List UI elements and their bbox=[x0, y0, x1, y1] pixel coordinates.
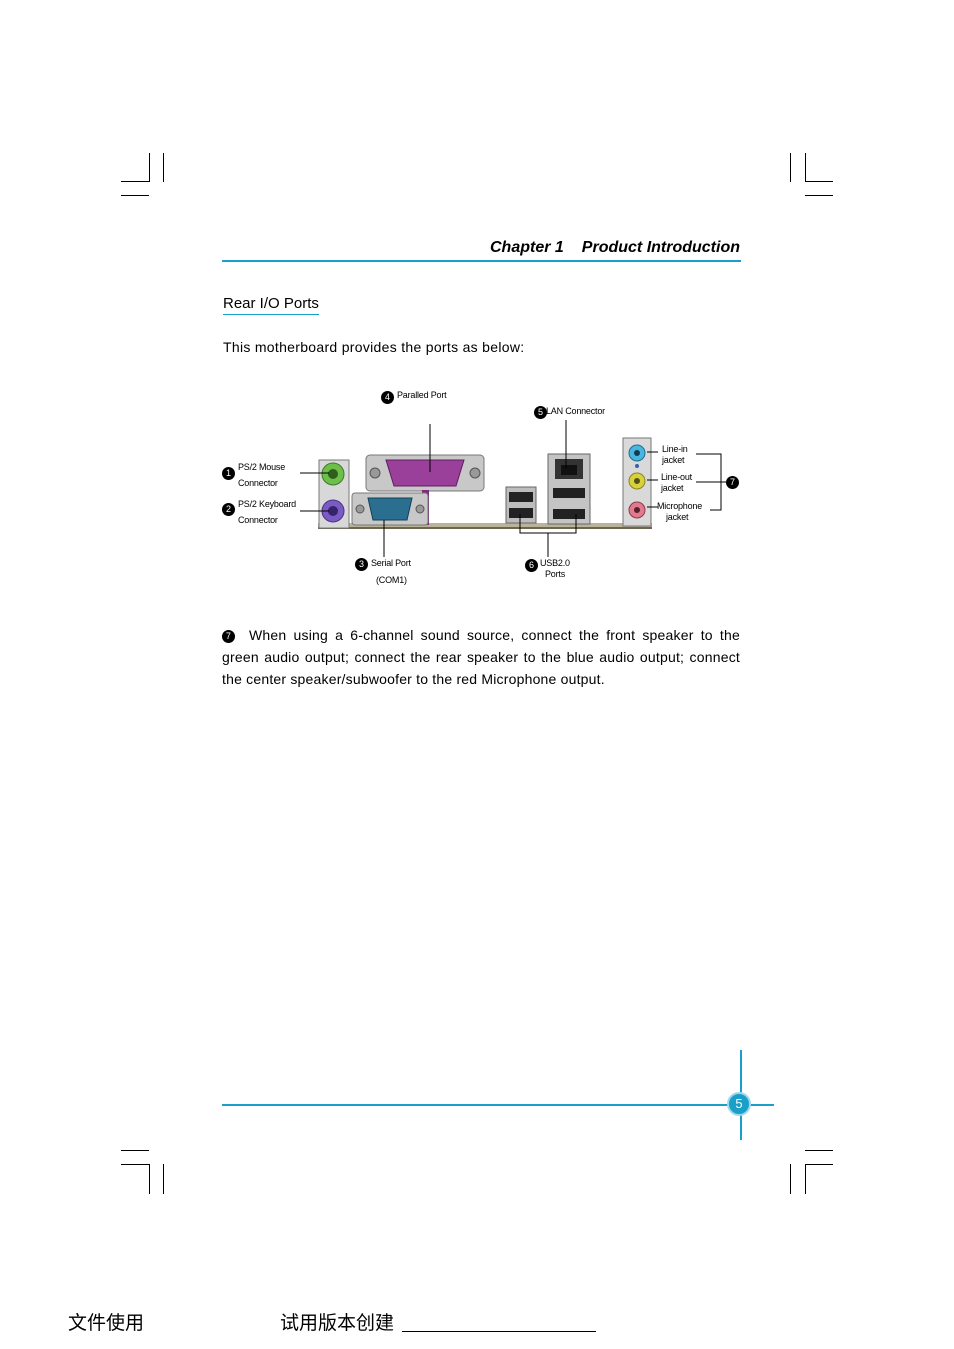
crop-mark bbox=[163, 1164, 164, 1194]
serial-port bbox=[352, 493, 428, 525]
footer-rule bbox=[222, 1104, 774, 1106]
label-line-out-sub: jacket bbox=[661, 483, 683, 493]
crop-mark bbox=[805, 1164, 833, 1165]
label-line-in: Line-in bbox=[662, 444, 688, 454]
chapter-number: Chapter 1 bbox=[490, 239, 564, 256]
callout-number: 1 bbox=[222, 467, 235, 480]
label-usb: USB2.0 bbox=[540, 558, 570, 568]
audio-jack-stack bbox=[623, 438, 651, 526]
crop-mark bbox=[805, 153, 806, 182]
header-rule bbox=[222, 260, 741, 262]
crop-mark bbox=[149, 1164, 150, 1194]
label-ps2-keyboard-sub: Connector bbox=[238, 515, 278, 525]
crop-mark bbox=[790, 1164, 791, 1194]
crop-mark bbox=[805, 181, 833, 182]
label-line-in-sub: jacket bbox=[662, 455, 684, 465]
callout-number: 4 bbox=[381, 391, 394, 404]
crop-mark bbox=[121, 1164, 149, 1165]
crop-mark bbox=[163, 153, 164, 182]
note-text: When using a 6-channel sound source, con… bbox=[222, 627, 740, 687]
callout-number: 2 bbox=[222, 503, 235, 516]
crop-mark bbox=[149, 153, 150, 182]
ps2-port-stack bbox=[319, 460, 349, 528]
crop-mark bbox=[121, 195, 149, 196]
label-ps2-mouse: PS/2 Mouse bbox=[238, 462, 285, 472]
label-ps2-mouse-sub: Connector bbox=[238, 478, 278, 488]
crop-mark bbox=[790, 153, 791, 182]
footer-watermark-right: 试用版本创建 bbox=[280, 1308, 394, 1335]
label-usb-sub: Ports bbox=[545, 569, 565, 579]
label-lan: LAN Connector bbox=[546, 406, 605, 416]
crop-mark bbox=[121, 181, 149, 182]
label-parallel: Paralled Port bbox=[397, 390, 446, 400]
crop-mark bbox=[805, 1164, 806, 1194]
label-microphone: Microphone bbox=[657, 501, 702, 511]
callout-number: 7 bbox=[726, 476, 739, 489]
usb-stack-1 bbox=[506, 487, 536, 523]
section-title: Rear I/O Ports bbox=[223, 295, 319, 315]
crop-mark bbox=[805, 195, 833, 196]
chapter-title: Product Introduction bbox=[582, 239, 740, 256]
label-serial: Serial Port bbox=[371, 558, 411, 568]
intro-text: This motherboard provides the ports as b… bbox=[223, 339, 524, 355]
label-ps2-keyboard: PS/2 Keyboard bbox=[238, 499, 296, 509]
crop-mark bbox=[805, 1150, 833, 1151]
label-microphone-sub: jacket bbox=[666, 512, 688, 522]
label-line-out: Line-out bbox=[661, 472, 692, 482]
label-serial-sub: (COM1) bbox=[376, 575, 407, 585]
note-number: 7 bbox=[222, 630, 235, 643]
page-number: 5 bbox=[727, 1092, 751, 1116]
footer-underline bbox=[402, 1331, 596, 1332]
footer-watermark-left: 文件使用 bbox=[68, 1308, 144, 1335]
callout-number: 6 bbox=[525, 559, 538, 572]
lan-usb-stack bbox=[548, 454, 590, 524]
crop-mark bbox=[121, 1150, 149, 1151]
callout-number: 3 bbox=[355, 558, 368, 571]
chapter-header: Chapter 1 Product Introduction bbox=[490, 239, 740, 257]
